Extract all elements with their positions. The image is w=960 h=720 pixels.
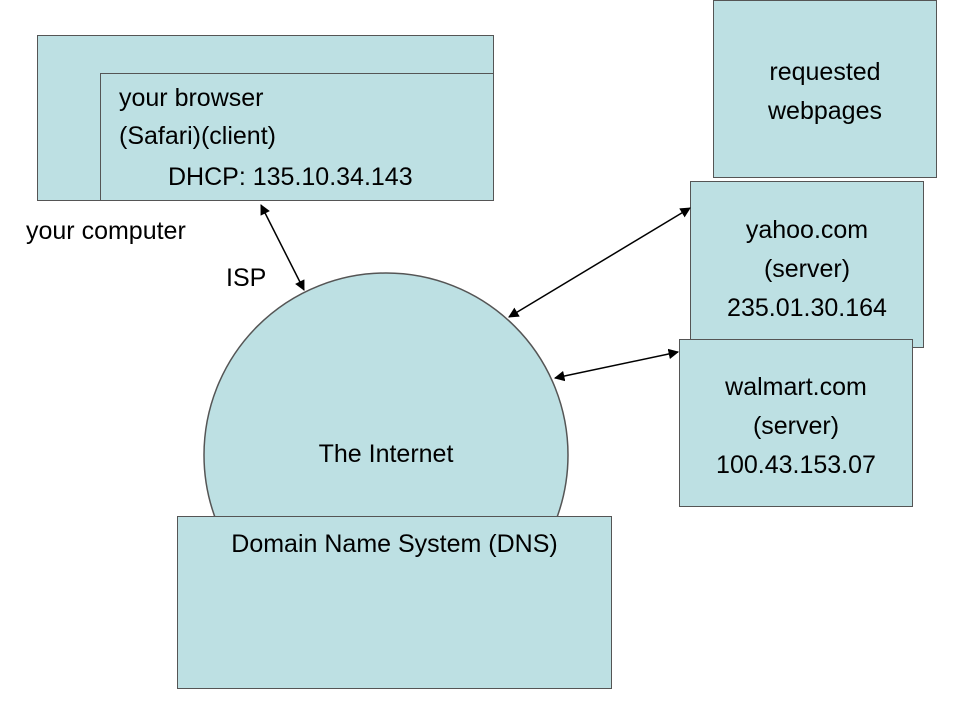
arrow-internet-walmart	[553, 348, 680, 382]
walmart-role: (server)	[752, 412, 840, 440]
internet-label: The Internet	[318, 440, 454, 468]
requested-line2: webpages	[768, 97, 882, 125]
requested-line1: requested	[769, 58, 881, 86]
yahoo-domain: yahoo.com	[745, 216, 869, 244]
arrow-internet-yahoo	[508, 207, 691, 318]
browser-box	[100, 73, 494, 201]
arrow-browser-isp	[260, 204, 305, 291]
yahoo-server-label: yahoo.com (server) 235.01.30.164	[690, 216, 924, 323]
walmart-ip: 100.43.153.07	[716, 451, 876, 479]
requested-webpages-box	[713, 0, 937, 178]
dns-label: Domain Name System (DNS)	[231, 530, 558, 558]
walmart-server-label: walmart.com (server) 100.43.153.07	[679, 373, 913, 480]
computer-label: your computer	[26, 217, 186, 245]
dhcp-address: DHCP: 135.10.34.143	[168, 163, 413, 191]
walmart-domain: walmart.com	[725, 373, 867, 401]
yahoo-ip: 235.01.30.164	[727, 294, 887, 322]
browser-label-line1: your browser	[119, 84, 264, 112]
dns-box	[177, 516, 612, 689]
requested-webpages-label: requested webpages	[713, 58, 937, 126]
yahoo-role: (server)	[763, 255, 851, 283]
browser-label-line2: (Safari)(client)	[119, 122, 276, 150]
walmart-server-box	[679, 339, 913, 507]
isp-label: ISP	[226, 264, 267, 292]
